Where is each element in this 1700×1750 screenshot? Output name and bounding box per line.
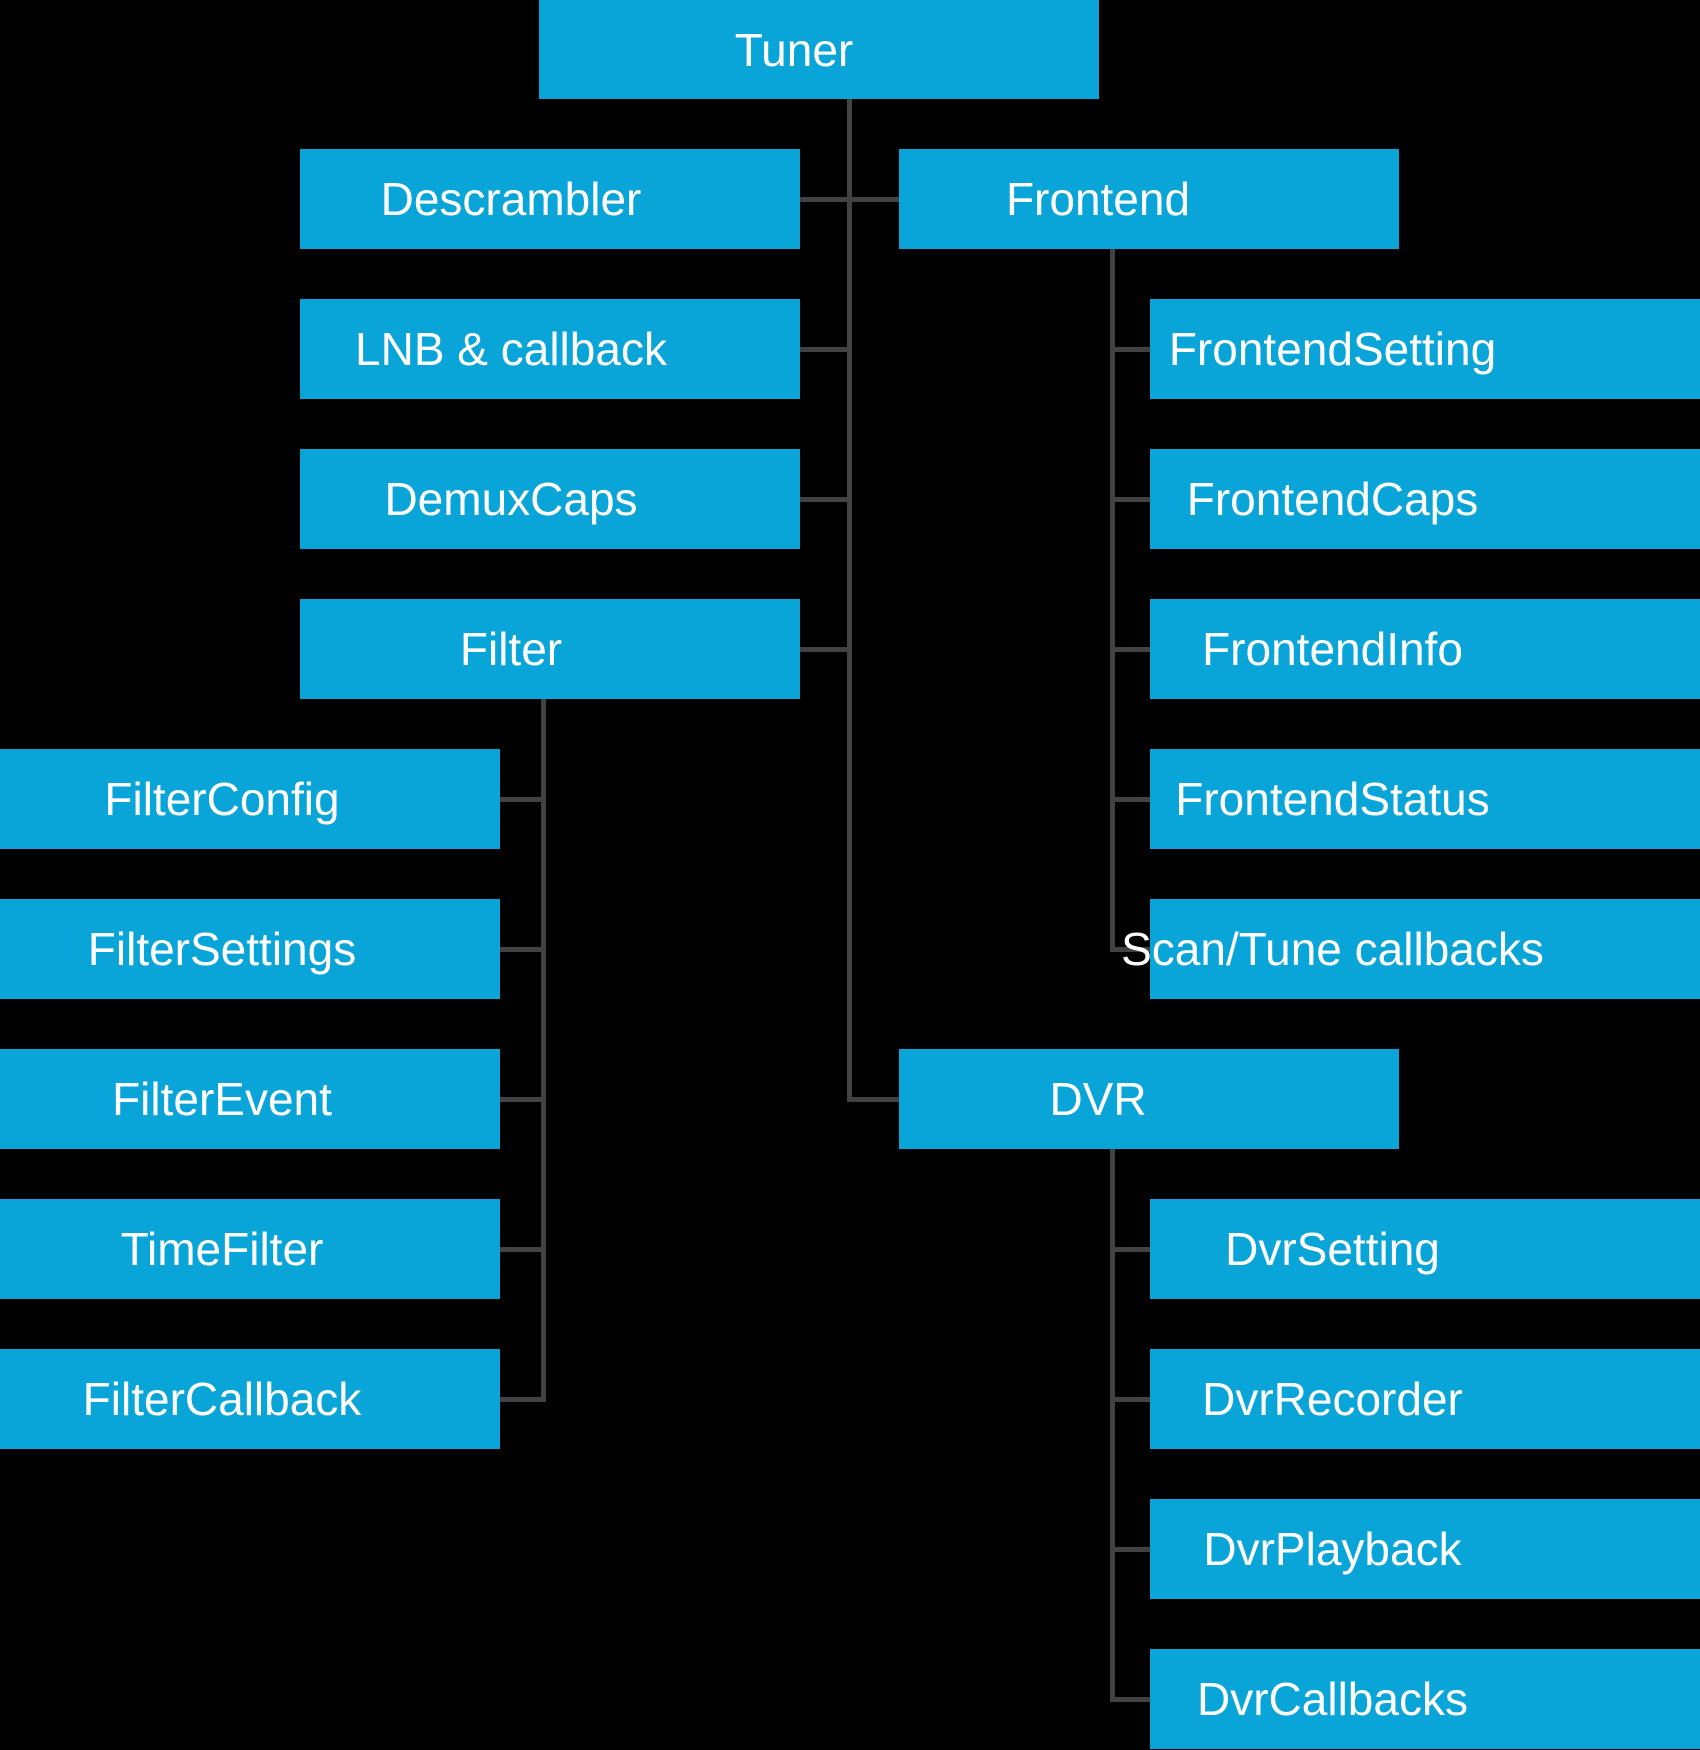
node-frontend-setting-label: FrontendSetting bbox=[1168, 323, 1497, 375]
node-dvr-playback: DvrPlayback bbox=[1150, 1499, 1700, 1599]
connector-time-filter bbox=[500, 1247, 546, 1252]
connector-descrambler-frontend bbox=[800, 197, 899, 202]
connector-frontend-setting bbox=[1110, 347, 1150, 352]
connector-dvr-callbacks bbox=[1110, 1697, 1150, 1702]
node-filter-settings-label: FilterSettings bbox=[87, 923, 357, 975]
node-filter-event-label: FilterEvent bbox=[112, 1073, 332, 1125]
connector-lnb bbox=[800, 347, 852, 352]
node-frontend-info: FrontendInfo bbox=[1150, 599, 1700, 699]
node-frontend-caps-label: FrontendCaps bbox=[1186, 473, 1479, 525]
node-filter-config-label: FilterConfig bbox=[104, 773, 340, 825]
connector-tuner-trunk bbox=[847, 99, 852, 1102]
connector-dvr-recorder bbox=[1110, 1397, 1150, 1402]
node-frontend-label: Frontend bbox=[1005, 173, 1191, 225]
node-filter-settings: FilterSettings bbox=[0, 899, 500, 999]
connector-dvr-setting bbox=[1110, 1247, 1150, 1252]
connector-filter-trunk bbox=[541, 699, 546, 1402]
connector-filter-event bbox=[500, 1097, 546, 1102]
node-demux-caps: DemuxCaps bbox=[300, 449, 800, 549]
node-filter-event: FilterEvent bbox=[0, 1049, 500, 1149]
node-tuner: Tuner bbox=[539, 0, 1099, 99]
connector-dvr-trunk bbox=[1110, 1149, 1115, 1702]
node-scan-tune-callbacks: Scan/Tune callbacks bbox=[1121, 899, 1700, 999]
node-dvr-recorder: DvrRecorder bbox=[1150, 1349, 1700, 1449]
connector-filter bbox=[800, 647, 852, 652]
connector-demux-caps bbox=[800, 497, 852, 502]
node-lnb-callback: LNB & callback bbox=[300, 299, 800, 399]
node-filter-label: Filter bbox=[459, 623, 563, 675]
node-frontend-caps: FrontendCaps bbox=[1150, 449, 1700, 549]
node-descrambler-label: Descrambler bbox=[380, 173, 642, 225]
node-dvr-setting: DvrSetting bbox=[1150, 1199, 1700, 1299]
node-dvr-callbacks-label: DvrCallbacks bbox=[1197, 1673, 1468, 1725]
node-filter-config: FilterConfig bbox=[0, 749, 500, 849]
connector-frontend-status bbox=[1110, 797, 1150, 802]
connector-frontend-trunk bbox=[1110, 249, 1115, 952]
node-dvr-label: DVR bbox=[1049, 1073, 1147, 1125]
node-tuner-label: Tuner bbox=[734, 23, 854, 76]
connector-filter-callback bbox=[500, 1397, 546, 1402]
node-demux-caps-label: DemuxCaps bbox=[384, 473, 638, 525]
connector-scan-tune bbox=[1110, 947, 1150, 952]
node-dvr-setting-label: DvrSetting bbox=[1225, 1223, 1440, 1275]
node-frontend-setting: FrontendSetting bbox=[1150, 299, 1700, 399]
node-frontend-info-label: FrontendInfo bbox=[1202, 623, 1463, 675]
node-filter: Filter bbox=[300, 599, 800, 699]
node-time-filter-label: TimeFilter bbox=[120, 1223, 324, 1275]
connector-dvr-playback bbox=[1110, 1547, 1150, 1552]
connector-frontend-info bbox=[1110, 647, 1150, 652]
node-descrambler: Descrambler bbox=[300, 149, 800, 249]
node-lnb-callback-label: LNB & callback bbox=[355, 323, 667, 375]
node-frontend: Frontend bbox=[899, 149, 1399, 249]
node-time-filter: TimeFilter bbox=[0, 1199, 500, 1299]
connector-dvr-elbow bbox=[847, 1097, 899, 1102]
node-frontend-status-label: FrontendStatus bbox=[1175, 773, 1490, 825]
connector-filter-config bbox=[500, 797, 546, 802]
connector-frontend-caps bbox=[1110, 497, 1150, 502]
node-dvr-recorder-label: DvrRecorder bbox=[1202, 1373, 1463, 1425]
node-dvr-callbacks: DvrCallbacks bbox=[1150, 1649, 1700, 1749]
node-dvr: DVR bbox=[899, 1049, 1399, 1149]
node-frontend-status: FrontendStatus bbox=[1150, 749, 1700, 849]
node-scan-tune-callbacks-label: Scan/Tune callbacks bbox=[1121, 923, 1544, 975]
node-dvr-playback-label: DvrPlayback bbox=[1203, 1523, 1462, 1575]
connector-filter-settings bbox=[500, 947, 546, 952]
node-filter-callback: FilterCallback bbox=[0, 1349, 500, 1449]
node-filter-callback-label: FilterCallback bbox=[82, 1373, 362, 1425]
